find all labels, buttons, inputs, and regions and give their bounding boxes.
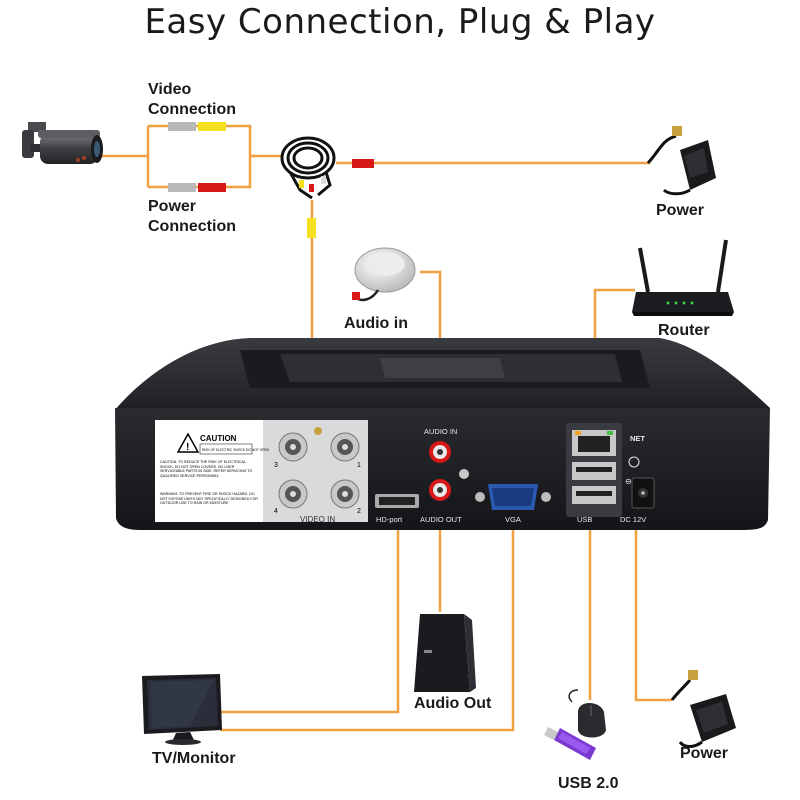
bnc-number: 4: [274, 508, 278, 515]
bnc-number: 2: [357, 508, 361, 515]
caution-sub: RISK OF ELECTRIC SHOCK DO NOT OPEN: [202, 448, 270, 452]
hd-port: HD-port: [375, 494, 419, 524]
page-title: Easy Connection, Plug & Play: [144, 2, 656, 42]
wire-split: [146, 124, 252, 189]
video-in-label: VIDEO IN: [300, 515, 335, 524]
audio-in-label: Audio in: [344, 315, 408, 332]
bnc-port: [278, 432, 308, 462]
video-in-ports: 3 1 4 2 VIDEO IN: [274, 427, 361, 524]
speaker-icon: [414, 614, 476, 692]
caution-text: CAUTION: TO REDUCE THE RISK OF ELECTRICA…: [160, 460, 253, 478]
bnc-number: 3: [274, 462, 278, 469]
wire-dc: [634, 492, 672, 702]
wire-hd: [220, 506, 400, 714]
connector-grey-bottom: [168, 183, 196, 192]
net-usb-ports: NET USB: [566, 423, 645, 524]
caution-title: CAUTION: [200, 434, 237, 443]
bnc-number: 1: [357, 462, 361, 469]
connector-yellow-video: [307, 218, 316, 238]
monitor-icon: [142, 674, 222, 745]
audio-in-port-label: AUDIO IN: [424, 427, 457, 436]
video-connection-label: Video Connection: [148, 81, 236, 118]
tv-monitor-label: TV/Monitor: [152, 750, 236, 767]
bnc-port: [330, 479, 360, 509]
bnc-port: [330, 432, 360, 462]
connector-red-power: [352, 159, 374, 168]
power-connection-label: Power Connection: [148, 198, 236, 235]
dc-label: DC 12V: [620, 515, 646, 524]
net-label: NET: [630, 434, 645, 443]
audio-out-label: Audio Out: [414, 695, 492, 712]
svg-text:!: !: [186, 442, 189, 453]
usb-port-label: USB: [577, 515, 592, 524]
connector-grey-top: [168, 122, 196, 131]
camera-icon: [22, 122, 103, 164]
vga-port: VGA: [475, 484, 551, 524]
split-connectors: [168, 122, 374, 238]
usb-drive-icon: [544, 727, 596, 760]
router-label: Router: [658, 322, 710, 339]
power-adapter-icon: [670, 670, 736, 748]
connector-red-bottom: [198, 183, 226, 192]
router-icon: [632, 239, 734, 316]
usb-label: USB 2.0: [558, 775, 619, 792]
warning-text: WARNING: TO PREVENT FIRE OR SHOCK HAZARD…: [160, 492, 258, 506]
microphone-icon: [352, 247, 416, 302]
caution-label: ! CAUTION RISK OF ELECTRIC SHOCK DO NOT …: [160, 432, 270, 506]
power-top-label: Power: [656, 202, 705, 219]
mouse-icon: [568, 689, 606, 738]
power-adapter-icon: [646, 126, 716, 196]
audio-ports: AUDIO IN AUDIO OUT: [420, 427, 469, 524]
bnc-port: [278, 479, 308, 509]
vga-label: VGA: [505, 515, 521, 524]
power-bottom-label: Power: [680, 745, 729, 762]
connector-yellow-top: [198, 122, 226, 131]
wire-vga: [220, 508, 515, 732]
dc-port: ⊖●⊕ DC 12V: [620, 456, 655, 524]
hd-port-label: HD-port: [376, 515, 403, 524]
audio-out-port-label: AUDIO OUT: [420, 515, 462, 524]
cable-coil-icon: [280, 136, 336, 200]
